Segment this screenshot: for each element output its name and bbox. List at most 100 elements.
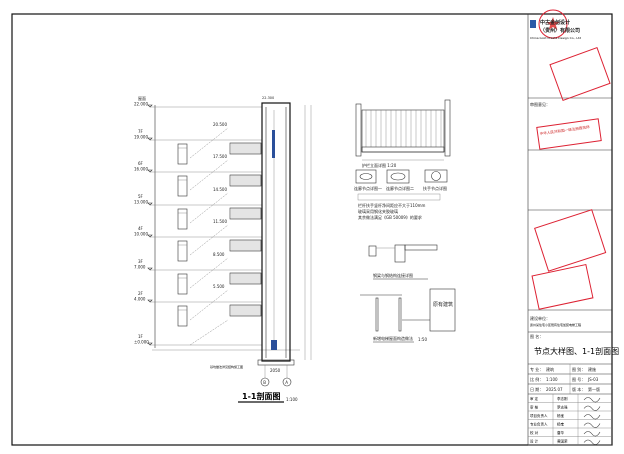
level-name: 6F bbox=[138, 161, 144, 166]
beam-connection-detail: 钢梁与钢结构连接详图 bbox=[368, 244, 438, 280]
signature-role: 专业负责人 bbox=[530, 422, 548, 427]
drawing-name-label: 图 名： bbox=[530, 333, 543, 339]
stair-flight bbox=[189, 224, 229, 256]
company-name: 中古金创设计 bbox=[540, 19, 570, 26]
row-value: 建筑 bbox=[546, 366, 554, 372]
level-name: 2F bbox=[138, 291, 144, 296]
signature-name: 罗志强 bbox=[557, 405, 568, 410]
roof-scale: 1:50 bbox=[418, 337, 427, 342]
window bbox=[177, 273, 188, 295]
row-key: 图 号： bbox=[572, 376, 585, 382]
railing-title: 护栏立面详图 1:20 bbox=[362, 162, 397, 168]
level-marker-icon bbox=[147, 202, 153, 206]
stair-flight bbox=[189, 289, 229, 321]
level-marker-icon bbox=[147, 342, 153, 346]
elevator-car bbox=[271, 340, 277, 350]
level-name: 1F bbox=[138, 334, 144, 339]
row-key: 专 业： bbox=[530, 366, 543, 372]
railing-grille bbox=[229, 174, 262, 187]
axis-bubble bbox=[282, 377, 292, 387]
row-value: 2025.07 bbox=[546, 387, 563, 392]
roof-detail: 原有建筑 新增电梯屋面构造做法 1:50 bbox=[360, 288, 456, 343]
handwritten-signature bbox=[583, 439, 601, 445]
landing-elevation: 14.500 bbox=[213, 187, 227, 192]
pit-note: 基坑做法详见结构施工图 bbox=[210, 364, 243, 369]
architect-stamp bbox=[536, 118, 602, 150]
project-label: 建设单位： bbox=[530, 315, 550, 321]
level-name: 5F bbox=[138, 194, 144, 199]
stair-flight bbox=[189, 192, 229, 224]
level-marker-icon bbox=[147, 104, 153, 108]
node-details: 连廊节点详图一 连廊节点详图二 扶手节点详图 栏杆扶手竖杆净间距应不大于110m… bbox=[354, 169, 448, 220]
note-3: 其余做法满足《GB 50009》的要求 bbox=[358, 214, 422, 220]
row-value: 1:100 bbox=[546, 377, 558, 382]
section-scale: 1:100 bbox=[286, 397, 298, 402]
level-name: 屋面 bbox=[138, 95, 146, 101]
section-1-1: 屋面22.0007F19.0006F16.0005F13.0004F10.000… bbox=[134, 95, 312, 387]
level-elevation: 10.000 bbox=[134, 232, 148, 237]
signature-name: 李志刚 bbox=[557, 396, 568, 401]
title-block: 中古金创设计 （贵州）有限公司 China Gold Create Design… bbox=[528, 9, 619, 446]
review-stamp-2 bbox=[531, 263, 594, 310]
drawing-name: 节点大样图、1-1剖面图 bbox=[534, 346, 619, 356]
top-elevation: 22.300 bbox=[262, 96, 274, 100]
signature-name: 唐华 bbox=[557, 430, 565, 435]
row-value: JS-03 bbox=[587, 377, 599, 382]
node-title-3: 扶手节点详图 bbox=[423, 185, 447, 191]
axis-label: A bbox=[285, 380, 288, 385]
level-marker-icon bbox=[147, 267, 153, 271]
node-title-1: 连廊节点详图一 bbox=[354, 185, 382, 191]
window bbox=[177, 305, 188, 327]
existing-building-label: 原有建筑 bbox=[433, 301, 453, 308]
row-value: 建施 bbox=[588, 366, 596, 372]
sheet-frame bbox=[11, 13, 613, 446]
window bbox=[177, 208, 188, 230]
level-elevation: 13.000 bbox=[134, 200, 148, 205]
company-en: China Gold Create Design Co., Ltd bbox=[530, 36, 581, 40]
signature-name: 杨宝 bbox=[557, 413, 565, 418]
signature-role: 审 定 bbox=[530, 396, 539, 401]
elevator-shaft bbox=[261, 102, 291, 362]
window bbox=[177, 175, 188, 197]
project-name: 贵州某住宅小区既有住宅加装电梯工程 bbox=[530, 322, 581, 327]
railing-grille bbox=[229, 207, 262, 220]
approval-stamp bbox=[549, 46, 611, 102]
level-name: 4F bbox=[138, 226, 144, 231]
row-key: 版 本： bbox=[572, 386, 585, 392]
level-elevation: 22.000 bbox=[134, 102, 148, 107]
landing-elevation: 20.500 bbox=[213, 122, 227, 127]
row-key: 日 期： bbox=[530, 386, 543, 392]
stair-flight bbox=[189, 159, 229, 191]
review-label: 审图意见： bbox=[530, 101, 550, 107]
level-name: 3F bbox=[138, 259, 144, 264]
node-title-2: 连廊节点详图二 bbox=[386, 185, 414, 191]
level-marker-icon bbox=[147, 299, 153, 303]
landing-elevation: 5.500 bbox=[213, 284, 225, 289]
seal-star-icon bbox=[546, 17, 560, 30]
axis-bubble bbox=[260, 377, 270, 387]
row-key: 图 别： bbox=[572, 366, 585, 372]
axis-label: B bbox=[263, 380, 266, 385]
window bbox=[177, 240, 188, 262]
level-name: 7F bbox=[138, 129, 144, 134]
shaft-width: 2050 bbox=[270, 368, 281, 373]
railing-grille bbox=[229, 272, 262, 285]
signature-role: 设 计 bbox=[530, 439, 539, 444]
railing-detail: 护栏立面详图 1:20 bbox=[355, 99, 451, 168]
company-logo bbox=[530, 20, 536, 28]
level-marker-icon bbox=[147, 234, 153, 238]
note-2: 玻璃采用钢化夹胶玻璃 bbox=[358, 208, 398, 214]
signature-role: 校 对 bbox=[530, 430, 539, 435]
landing-elevation: 17.500 bbox=[213, 154, 227, 159]
row-key: 比 例： bbox=[530, 376, 543, 382]
review-stamp bbox=[534, 209, 607, 272]
section-title: 1-1剖面图 bbox=[242, 391, 280, 401]
level-marker-icon bbox=[147, 137, 153, 141]
company-seal bbox=[538, 9, 568, 39]
pit-base bbox=[257, 359, 295, 366]
handwritten-signature bbox=[583, 431, 601, 437]
company-name-2: （贵州）有限公司 bbox=[540, 27, 580, 34]
level-elevation: 19.000 bbox=[134, 135, 148, 140]
window bbox=[177, 143, 188, 165]
signature-name: 黄国荣 bbox=[557, 439, 568, 444]
